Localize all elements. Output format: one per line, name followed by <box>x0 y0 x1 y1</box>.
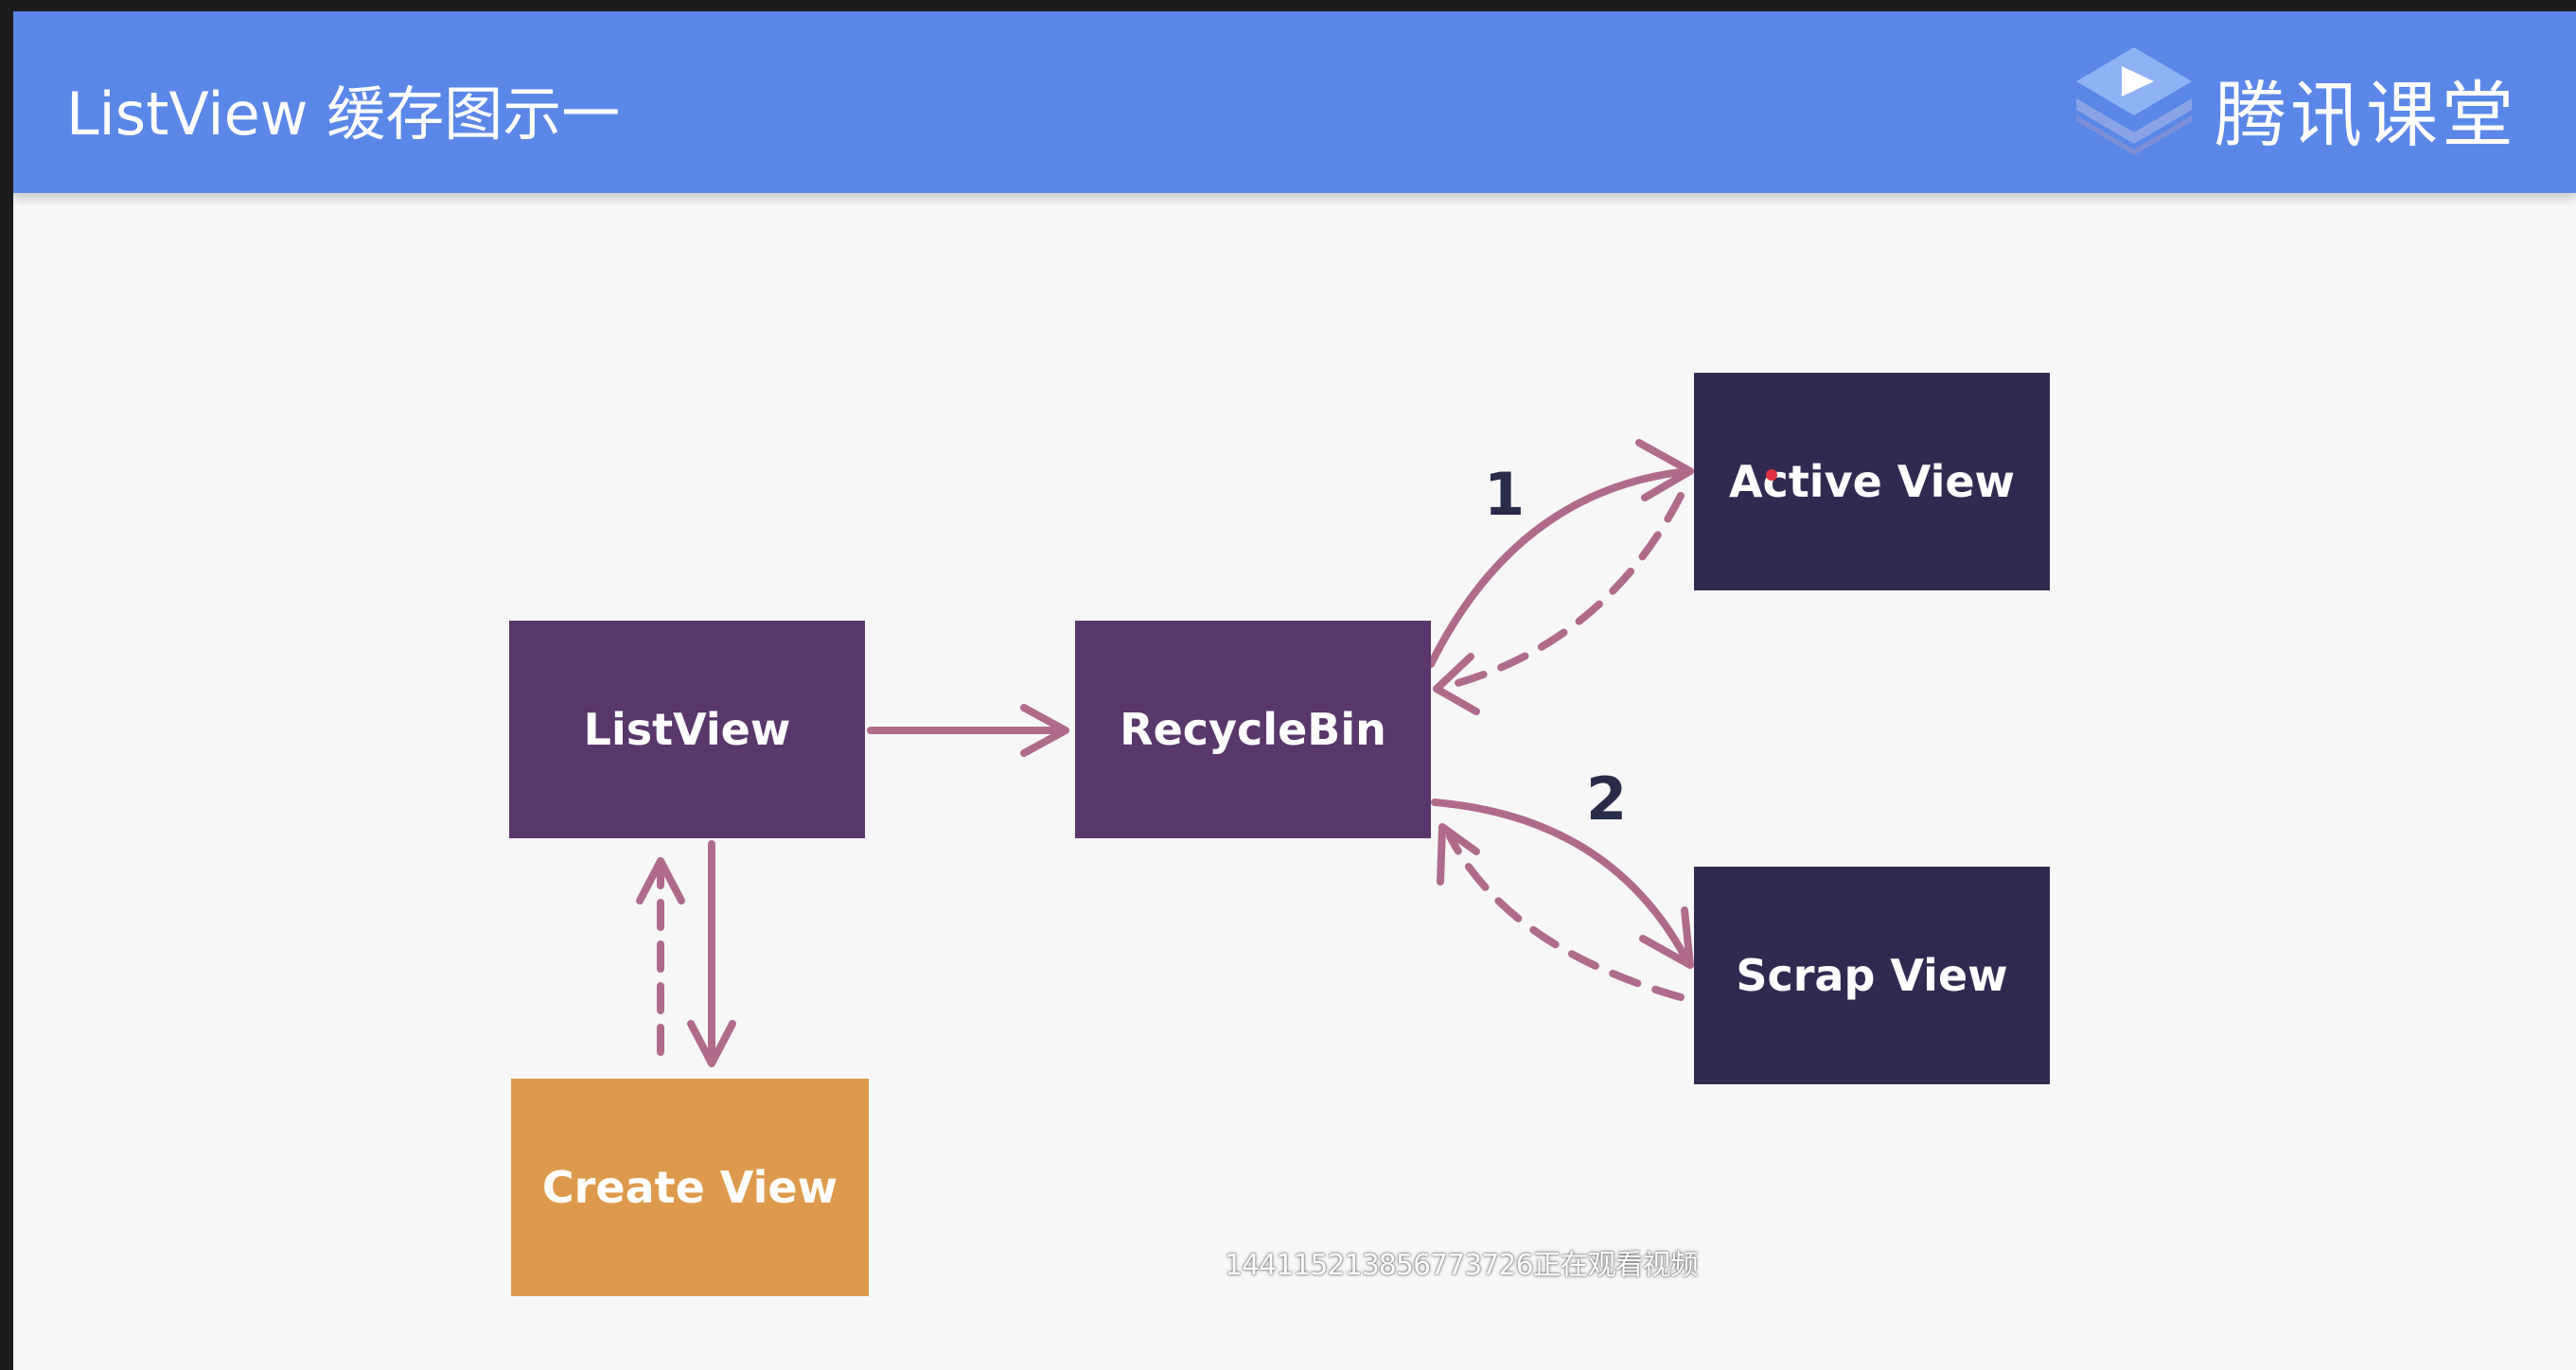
arrowhead-scrapview-to-recyclebin <box>1437 823 1480 886</box>
arrowhead-listview-to-createview <box>687 1020 736 1067</box>
node-scrap-view: Scrap View <box>1694 867 2050 1084</box>
pointer-dot <box>1766 469 1777 481</box>
node-recyclebin: RecycleBin <box>1075 621 1431 838</box>
step-label-1: 1 <box>1484 460 1526 529</box>
step-label-2: 2 <box>1586 764 1628 834</box>
node-active-view: Active View <box>1694 373 2050 590</box>
arrow-recyclebin-to-scrapview <box>1431 799 1692 967</box>
arrowhead-recyclebin-to-activeview <box>1635 439 1694 501</box>
node-listview: ListView <box>509 621 865 838</box>
slide-header: ListView 缓存图示一 腾讯课堂 <box>13 11 2576 193</box>
arrow-recyclebin-to-activeview <box>1427 467 1692 668</box>
arrowhead-activeview-to-recyclebin <box>1433 653 1480 715</box>
cache-diagram: ListView RecycleBin Active View Scrap Vi… <box>13 11 2576 1370</box>
arrowhead-createview-to-listview <box>636 857 685 905</box>
arrow-activeview-to-recyclebin <box>1440 492 1685 691</box>
arrowhead-recyclebin-to-scrapview <box>1639 906 1694 969</box>
slide: ListView 缓存图示一 腾讯课堂 <box>13 11 2576 1370</box>
diagram-arrows <box>636 439 1694 1067</box>
slide-title: ListView 缓存图示一 <box>66 79 621 149</box>
brand-name: 腾讯课堂 <box>2214 73 2517 157</box>
arrowhead-listview-to-recyclebin <box>1020 704 1069 757</box>
node-create-view: Create View <box>511 1079 869 1296</box>
arrow-scrapview-to-recyclebin <box>1446 833 1685 1001</box>
tencent-classroom-play-icon <box>2076 47 2192 155</box>
brand: 腾讯课堂 <box>2073 36 2517 159</box>
viewer-watermark: 144115213856773726正在观看视频 <box>1225 1249 1699 1282</box>
